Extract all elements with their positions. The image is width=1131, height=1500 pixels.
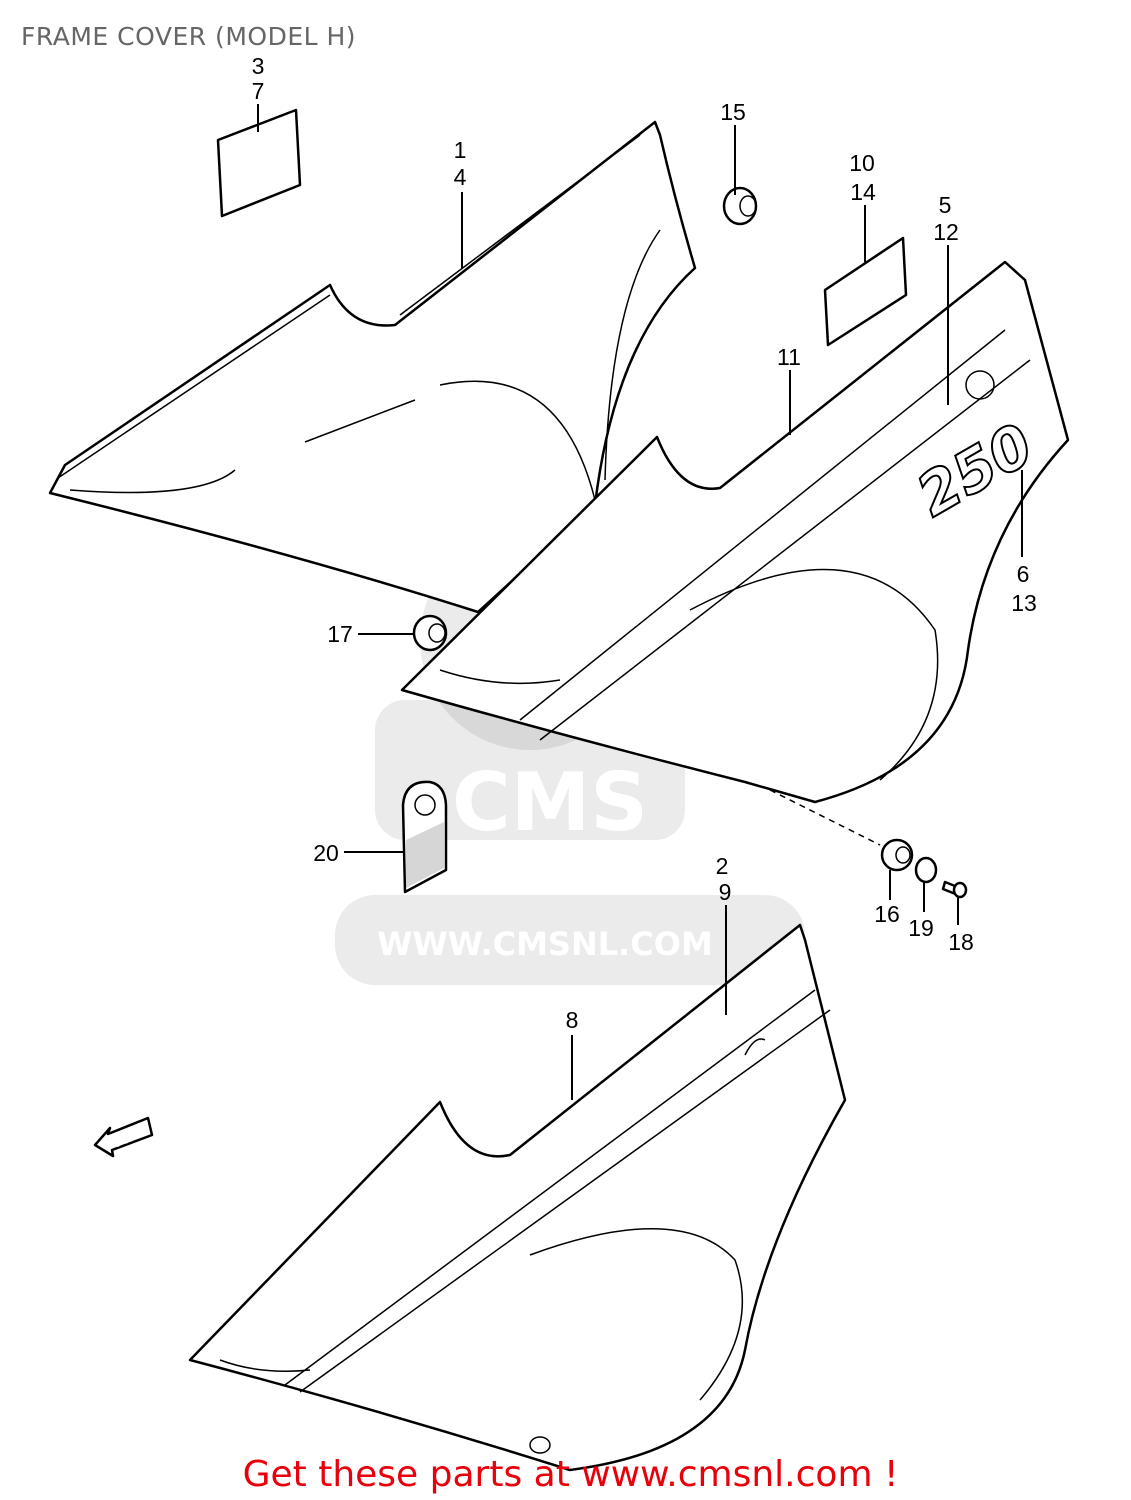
callout-15: 15 xyxy=(720,99,746,125)
callout-16: 16 xyxy=(874,901,900,927)
callout-8: 8 xyxy=(566,1007,579,1033)
callout-18: 18 xyxy=(948,929,974,955)
callout-2: 2 xyxy=(716,853,729,879)
part-frame-cover-5-12[interactable]: 250 xyxy=(400,260,1070,846)
part-washer-19[interactable] xyxy=(914,856,938,884)
part-grommet-17[interactable] xyxy=(412,614,448,652)
callout-14: 14 xyxy=(850,179,876,205)
part-emblem-20[interactable] xyxy=(401,780,448,894)
callout-3: 3 xyxy=(252,53,265,79)
callout-6: 6 xyxy=(1017,561,1030,587)
callout-1: 1 xyxy=(454,137,467,163)
part-frame-cover-1-4[interactable] xyxy=(48,120,697,614)
callout-17: 17 xyxy=(327,621,353,647)
callout-9: 9 xyxy=(719,879,732,905)
callout-12: 12 xyxy=(933,219,959,245)
callout-5: 5 xyxy=(939,192,952,218)
callout-11: 11 xyxy=(777,344,801,370)
callout-7: 7 xyxy=(252,78,265,104)
fwd-arrow-icon: FWD xyxy=(93,1116,154,1158)
callout-20: 20 xyxy=(313,840,339,866)
callout-10: 10 xyxy=(849,150,875,176)
leader-lines xyxy=(257,104,1023,1100)
part-decal-3-7[interactable] xyxy=(216,108,302,218)
diagram-title: FRAME COVER (MODEL H) xyxy=(21,22,357,51)
part-grommet-16[interactable] xyxy=(880,838,914,872)
part-frame-cover-2-9[interactable] xyxy=(188,923,847,1472)
part-decal-10-14[interactable] xyxy=(823,236,908,347)
part-screw-18[interactable] xyxy=(941,880,968,899)
part-grommet-15[interactable] xyxy=(722,186,758,226)
callout-19: 19 xyxy=(908,915,934,941)
cmsnl-link[interactable]: Get these parts at www.cmsnl.com ! xyxy=(242,1454,899,1495)
watermark-url-text: WWW.CMSNL.COM xyxy=(377,925,713,963)
callout-13: 13 xyxy=(1011,590,1037,616)
callout-labels: 3 7 1 4 15 10 14 5 12 11 6 13 17 20 2 9 … xyxy=(252,53,1037,1033)
callout-4: 4 xyxy=(454,164,467,190)
watermark-logo-text: CMS xyxy=(452,756,648,849)
